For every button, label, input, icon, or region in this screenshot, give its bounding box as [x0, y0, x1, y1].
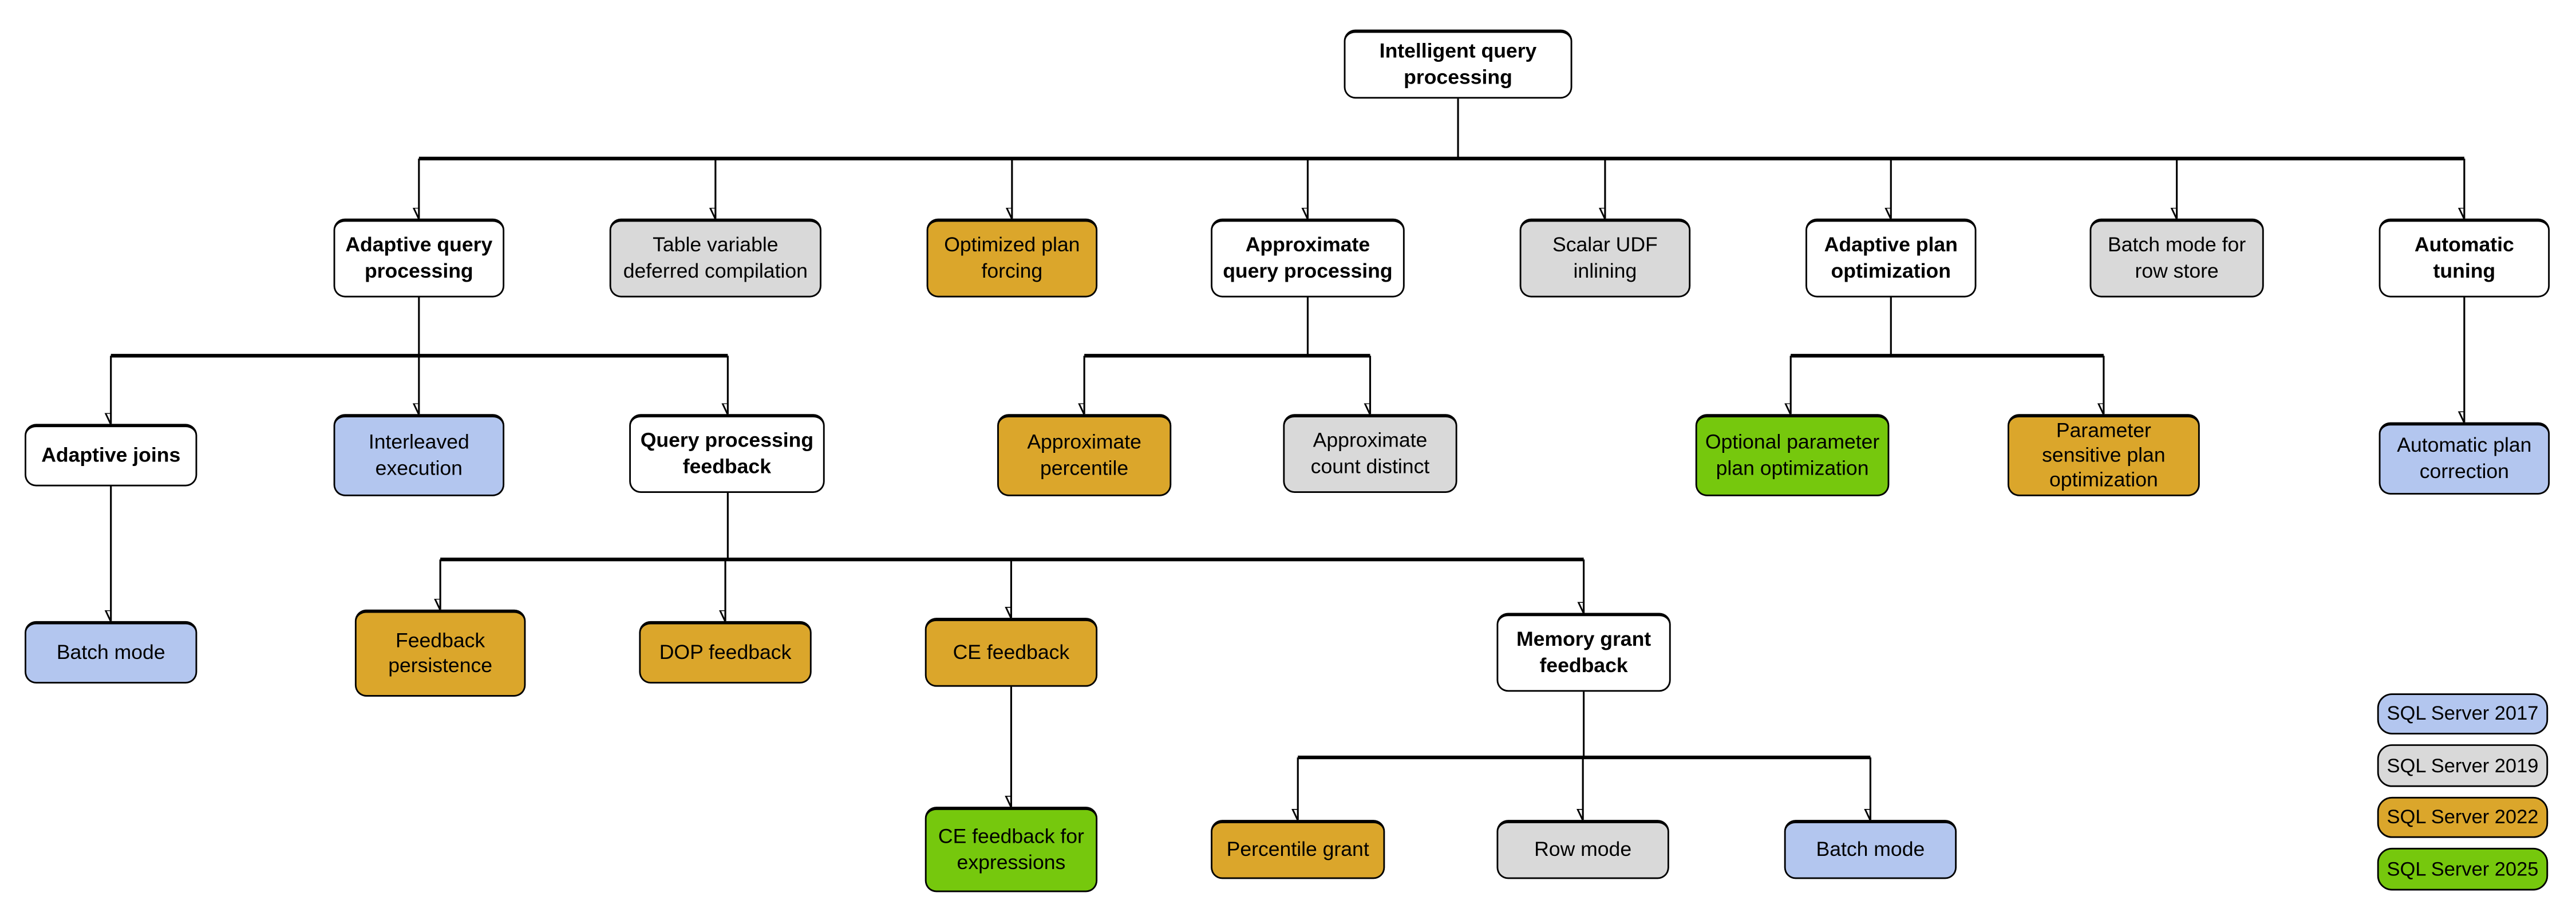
legend-sql-server-2022: SQL Server 2022	[2377, 796, 2549, 838]
node-intelligent-query-processing: Intelligent query processing	[1344, 29, 1573, 99]
node-adaptive-plan-optimization: Adaptive plan optimization	[1805, 218, 1977, 298]
node-adaptive-query-processing: Adaptive query processing	[333, 218, 505, 298]
parent-stems	[111, 98, 2466, 807]
legend-sql-server-2025: SQL Server 2025	[2377, 847, 2549, 890]
legend-sql-server-2017: SQL Server 2017	[2377, 692, 2549, 735]
node-percentile-grant: Percentile grant	[1211, 820, 1385, 879]
node-memory-grant-feedback: Memory grant feedback	[1496, 613, 1671, 692]
node-parameter-sensitive-plan-optimization: Parameter sensitive plan optimization	[2008, 414, 2200, 496]
node-scalar-udf-inlining: Scalar UDF inlining	[1519, 218, 1691, 298]
node-table-variable-deferred-compilation: Table variable deferred compilation	[609, 218, 821, 298]
node-batch-mode-for-row-store: Batch mode for row store	[2089, 218, 2264, 298]
child-drops	[111, 158, 2466, 820]
node-batch-mode-adaptive-joins: Batch mode	[25, 621, 197, 684]
node-batch-mode-memory-grant: Batch mode	[1784, 820, 1957, 879]
node-automatic-tuning: Automatic tuning	[2379, 218, 2550, 298]
node-ce-feedback: CE feedback	[924, 618, 1098, 687]
node-row-mode: Row mode	[1496, 820, 1669, 879]
node-adaptive-joins: Adaptive joins	[25, 424, 197, 487]
legend-sql-server-2019: SQL Server 2019	[2377, 744, 2549, 787]
node-feedback-persistence: Feedback persistence	[354, 609, 526, 697]
node-automatic-plan-correction: Automatic plan correction	[2379, 422, 2550, 495]
node-interleaved-execution: Interleaved execution	[333, 414, 505, 496]
node-approximate-percentile: Approximate percentile	[997, 414, 1172, 496]
node-approximate-query-processing: Approximate query processing	[1211, 218, 1405, 298]
node-optimized-plan-forcing: Optimized plan forcing	[926, 218, 1098, 298]
node-ce-feedback-for-expressions: CE feedback for expressions	[924, 807, 1098, 893]
node-optional-parameter-plan-optimization: Optional parameter plan optimization	[1695, 414, 1890, 496]
node-approximate-count-distinct: Approximate count distinct	[1283, 414, 1457, 493]
node-dop-feedback: DOP feedback	[639, 621, 812, 684]
node-query-processing-feedback: Query processing feedback	[629, 414, 825, 493]
